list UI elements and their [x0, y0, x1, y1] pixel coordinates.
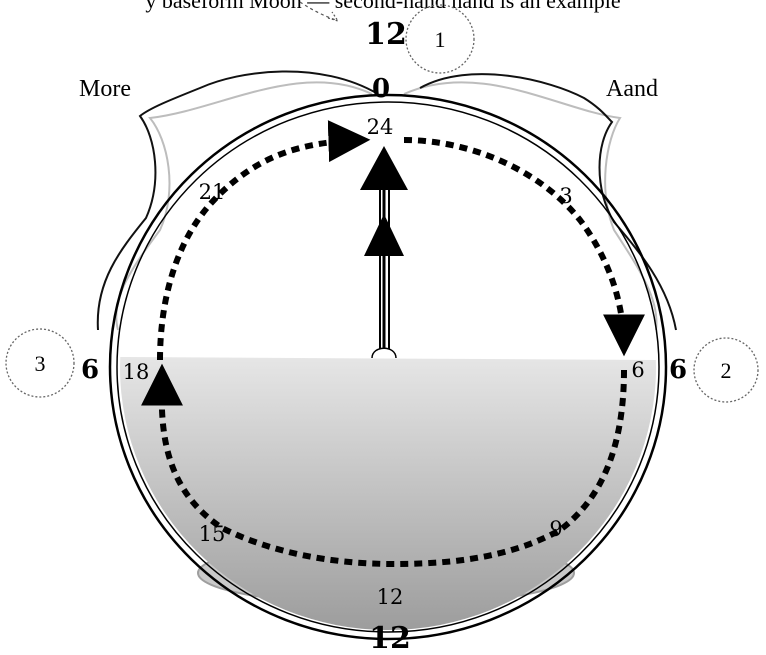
callout-3: 3: [6, 329, 74, 397]
label-top-12: 12: [365, 17, 407, 52]
callout-1-number: 1: [435, 27, 446, 52]
hour-18: 18: [123, 360, 150, 384]
hour-12-inner: 12: [377, 585, 404, 609]
label-aand: Aand: [606, 76, 658, 102]
right-leaf-outer: [420, 74, 676, 330]
dashed-arc-18-to-24: [160, 140, 362, 360]
callout-1: 1: [406, 5, 474, 73]
label-top-0: 0: [372, 74, 390, 104]
label-left-6: 6: [81, 355, 99, 385]
hour-6: 6: [631, 358, 644, 382]
hand-arrowhead-mid: [364, 214, 404, 256]
hour-9: 9: [549, 517, 562, 541]
callout-2: 2: [694, 338, 758, 402]
left-leaf-inner: [116, 82, 372, 330]
hour-15: 15: [199, 522, 226, 546]
hand-pivot: [372, 348, 396, 358]
callout-2-number: 2: [721, 358, 732, 383]
hour-21: 21: [199, 180, 226, 204]
label-more: More: [79, 76, 131, 102]
label-right-6: 6: [669, 355, 687, 385]
clock-hand: [360, 146, 408, 358]
callout-3-number: 3: [35, 351, 46, 376]
label-bottom-12: 12: [369, 621, 411, 655]
hour-24: 24: [367, 115, 394, 139]
hand-arrowhead-top: [360, 146, 408, 190]
dashed-arc-24-to-6: [404, 140, 624, 348]
left-leaf-outer: [98, 71, 378, 330]
caption-pointer-head: [328, 12, 338, 21]
top-caption: y baseform Moon — second-hand hand is an…: [145, 0, 620, 13]
hour-3: 3: [559, 184, 572, 208]
